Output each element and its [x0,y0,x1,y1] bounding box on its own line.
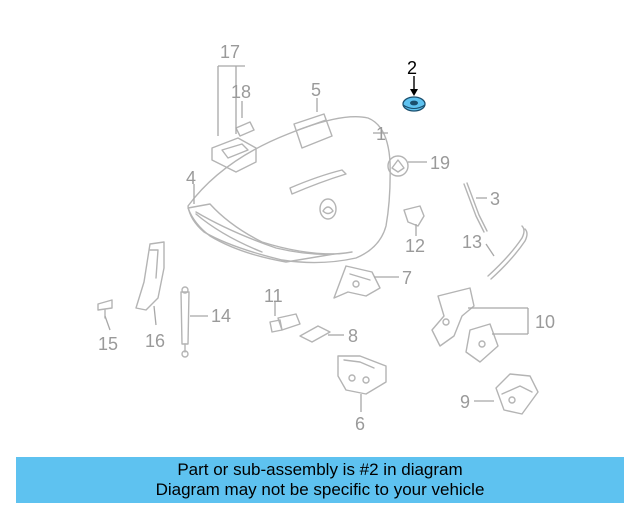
label-12: 12 [405,236,425,256]
part-13-torsion-rod[interactable] [487,225,528,280]
label-18: 18 [231,82,251,102]
part-17-lock-housing[interactable] [211,137,257,173]
label-14: 14 [211,306,231,326]
label-8: 8 [348,326,358,346]
part-11-bolt[interactable] [269,313,301,333]
label-16: 16 [145,331,165,351]
part-12-clip[interactable] [403,205,425,227]
banner-line-1: Part or sub-assembly is #2 in diagram [177,460,463,479]
part-19-emblem[interactable] [387,155,409,177]
part-9-actuator[interactable] [495,373,539,415]
label-10: 10 [535,312,555,332]
label-6: 6 [355,414,365,434]
label-13: 13 [462,232,482,252]
part-16-hinge-arm[interactable] [135,241,165,311]
label-15: 15 [98,334,118,354]
part-4-trunk-trim[interactable] [187,203,335,263]
part-8-pad[interactable] [299,325,331,343]
label-5: 5 [311,80,321,100]
part-labels: 1 2 3 4 5 6 7 8 9 10 11 12 13 14 15 16 1… [98,42,555,434]
leader-lines [104,65,529,412]
label-7: 7 [402,268,412,288]
part-10-hinge-assembly[interactable] [431,287,499,363]
parts-diagram: 1 2 3 4 5 6 7 8 9 10 11 12 13 14 15 16 1… [97,42,555,434]
part-5-lamp-housing[interactable] [293,113,333,149]
label-2: 2 [407,58,417,78]
label-9: 9 [460,392,470,412]
label-4: 4 [186,168,196,188]
banner-line-2: Diagram may not be specific to your vehi… [155,480,485,499]
label-19: 19 [430,153,450,173]
part-2-arrow [410,76,418,96]
info-banner: Part or sub-assembly is #2 in diagram Di… [16,457,624,503]
label-11: 11 [264,286,283,306]
part-3-trim-strip[interactable] [463,182,488,233]
part-15-retainer[interactable] [97,299,113,319]
label-3: 3 [490,189,500,209]
part-7-hinge-bracket[interactable] [333,265,381,299]
part-18-bulb[interactable] [235,121,255,137]
part-14-gas-strut[interactable] [180,286,190,358]
part-6-latch-bracket[interactable] [337,355,387,395]
label-17: 17 [220,42,240,62]
part-2-emblem-grommet[interactable] [402,96,426,112]
label-1: 1 [376,124,386,144]
